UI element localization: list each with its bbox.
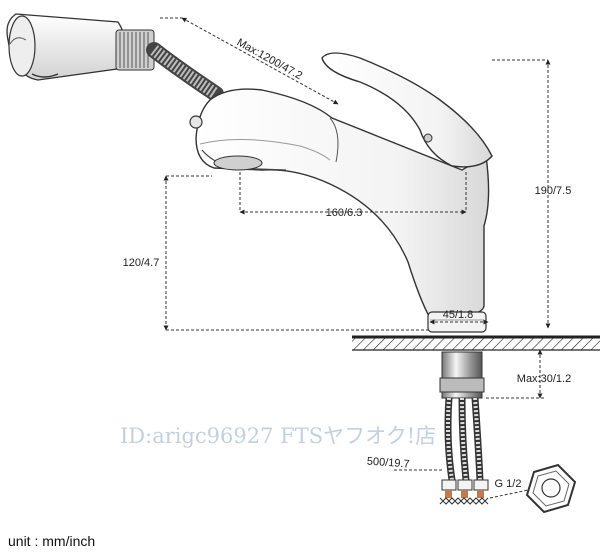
spray-head-extended: [6, 13, 155, 81]
unit-label: unit : mm/inch: [8, 533, 95, 549]
faucet-body: [189, 52, 493, 333]
thread-label: G 1/2: [495, 478, 522, 490]
base-diameter-label: 45/1.8: [443, 309, 474, 321]
height-label: 190/7.5: [535, 185, 572, 197]
mounting-shank: [439, 351, 485, 399]
watermark-text: ID:arigc96927 FTSヤフオク!店: [120, 424, 436, 448]
countertop: [352, 335, 600, 351]
pull-out-hose: [146, 42, 224, 102]
reach-label: 160/6.3: [326, 207, 363, 219]
faucet-drawing: [6, 13, 600, 514]
deck-thickness-label: Max:30/1.2: [517, 373, 571, 385]
hose-max-label: Max:1200/47.2: [235, 36, 304, 82]
dimension-lines: [160, 17, 551, 499]
hex-nut-icon: [525, 463, 577, 514]
supply-hoses: [439, 397, 489, 505]
supply-hose-label: 500/19.7: [366, 456, 410, 471]
spout-height-label: 120/4.7: [123, 257, 160, 269]
